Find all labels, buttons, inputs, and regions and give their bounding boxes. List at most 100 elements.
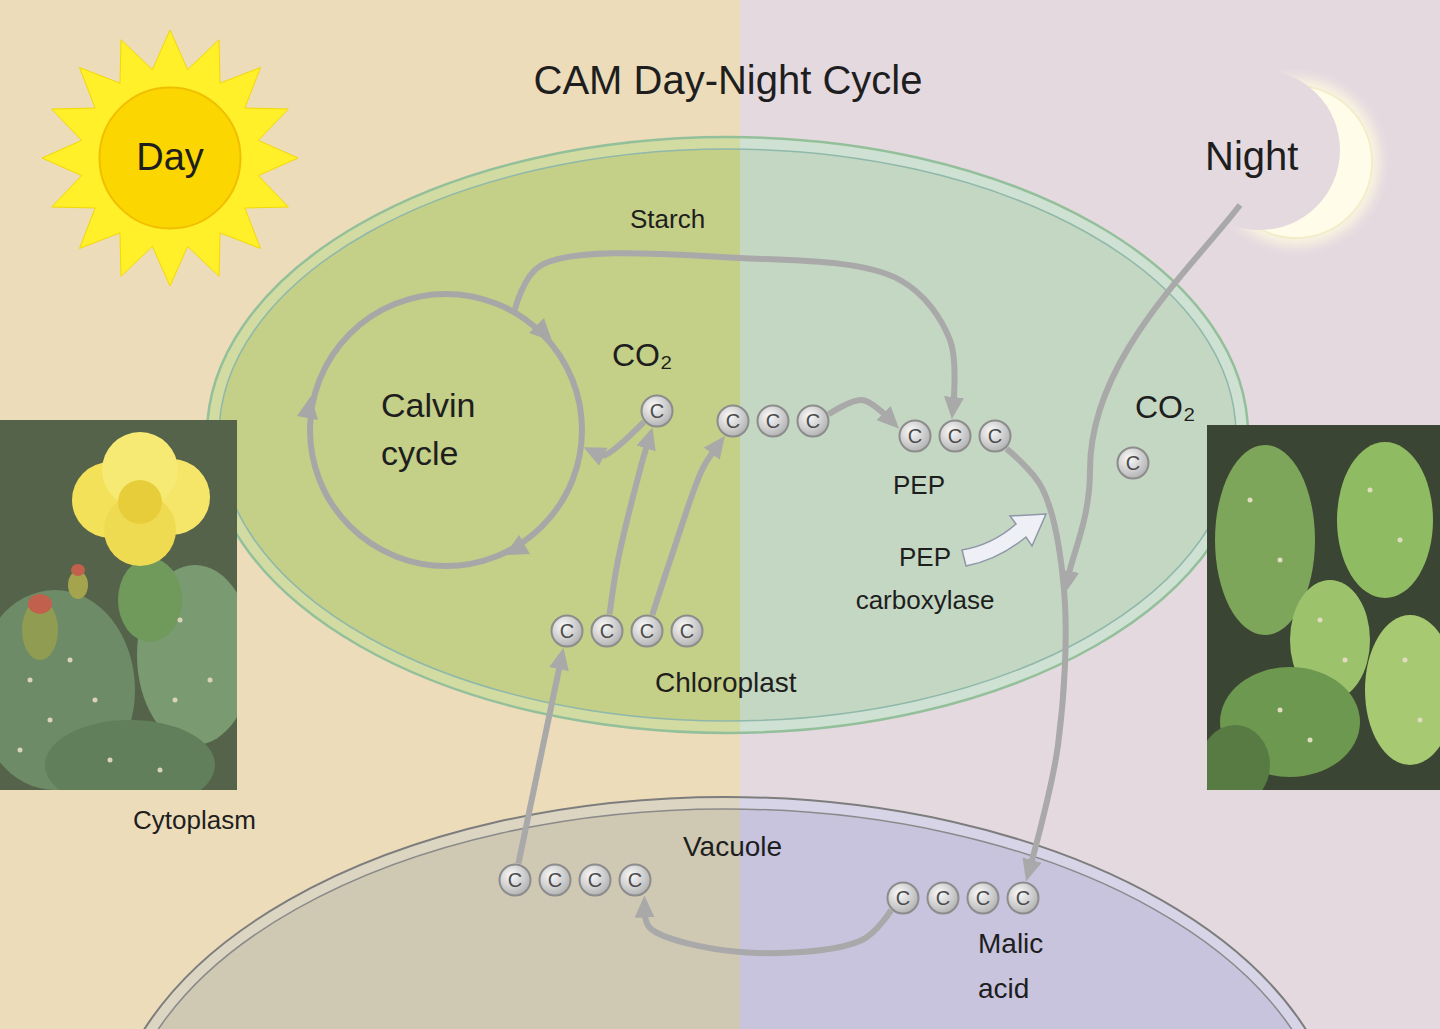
co2-label: CO₂	[1135, 388, 1195, 426]
vacuole-label: Vacuole	[683, 830, 782, 864]
atom-ball	[940, 421, 971, 452]
atom-ball	[1008, 883, 1039, 914]
atom-ball	[552, 616, 583, 647]
carbon-symbol: C	[508, 870, 522, 890]
co2-label: CO₂	[612, 336, 672, 374]
label-holder: Cytoplasm	[133, 805, 256, 836]
pathway-arrow	[829, 400, 889, 418]
atom-ball	[632, 616, 663, 647]
carbon-atom: C	[670, 614, 704, 648]
carbon-atom: C	[578, 863, 612, 897]
carbon-atom: C	[886, 881, 920, 915]
vacuole-ellipse-outline	[105, 795, 1345, 1029]
carbon-atom: C	[898, 419, 932, 453]
atom-ball	[592, 616, 623, 647]
diagram-title: CAM Day-Night Cycle	[228, 58, 1228, 103]
enzyme-label: PEP carboxylase	[840, 536, 1010, 622]
carbon-atom: C	[640, 394, 674, 428]
carbon-symbol: C	[988, 426, 1002, 446]
label-holder: Starch	[630, 204, 705, 235]
carbon-symbol: C	[628, 870, 642, 890]
sun-disc	[100, 88, 241, 229]
atom-ball	[540, 865, 571, 896]
sun-circle: Day	[98, 86, 242, 230]
carbon-atom: C	[618, 863, 652, 897]
label-holder: PEP carboxylase	[840, 536, 1010, 622]
day-label: Day	[136, 135, 204, 181]
cactus-pads-photo	[1207, 425, 1440, 790]
carbon-atom: C	[630, 614, 664, 648]
atom-ball	[580, 865, 611, 896]
carbon-atom: C	[938, 419, 972, 453]
malic-acid-label: Malic acid	[978, 922, 1060, 1012]
carbon-atom: C	[966, 881, 1000, 915]
calvin-cycle-arrowheads	[297, 318, 552, 555]
carbon-symbol: C	[680, 621, 694, 641]
chloroplast-ellipse: ChloroplastCalvin cycleCCCCCCCCCCCC	[205, 135, 1250, 735]
pathway-arrow	[597, 422, 644, 455]
enzyme-block-arrow	[962, 514, 1046, 566]
vacuole-inner	[119, 809, 1331, 1029]
carbon-symbol: C	[548, 870, 562, 890]
carbon-atom: C	[978, 419, 1012, 453]
carbon-symbol: C	[600, 621, 614, 641]
atom-ball	[980, 421, 1011, 452]
atom-ball	[900, 421, 931, 452]
carbon-atom: C	[550, 614, 584, 648]
carbon-symbol: C	[908, 426, 922, 446]
atom-ball	[758, 406, 789, 437]
label-holder: Vacuole	[683, 830, 782, 864]
flowering-cactus-photo	[0, 420, 237, 790]
vacuole-membrane	[107, 797, 1343, 1029]
pathway-arrow	[645, 910, 892, 953]
pep-label: PEP	[893, 470, 945, 501]
atom-ball	[642, 396, 673, 427]
night-label: Night	[1205, 132, 1298, 180]
carbon-atom: C	[498, 863, 532, 897]
carbon-symbol: C	[896, 888, 910, 908]
label-holder: Night	[1205, 132, 1298, 180]
carbon-symbol: C	[1016, 888, 1030, 908]
carbon-symbol: C	[726, 411, 740, 431]
carbon-atom: C	[716, 404, 750, 438]
carbon-atom: C	[1116, 446, 1150, 480]
atom-ball	[888, 883, 919, 914]
atom-ball	[500, 865, 531, 896]
vacuole-ellipse: VacuoleCCCCCCCC	[105, 795, 1345, 1029]
atom-ball	[798, 406, 829, 437]
carbon-symbol: C	[806, 411, 820, 431]
carbon-symbol: C	[766, 411, 780, 431]
sun-rays	[42, 30, 298, 286]
pathway-arrow	[515, 253, 955, 404]
label-holder: Chloroplast	[655, 666, 797, 700]
carbon-atom: C	[926, 881, 960, 915]
label-holder: CO₂	[612, 336, 672, 374]
pathway-arrow	[610, 442, 649, 614]
pathway-arrow	[1006, 449, 1065, 867]
calvin-cycle-loop: Calvin cycle	[308, 292, 584, 568]
carbon-symbol: C	[560, 621, 574, 641]
night-co2-arrow	[1068, 205, 1240, 578]
atom-ball	[620, 865, 651, 896]
pathway-arrow	[518, 662, 560, 863]
carbon-atom: C	[756, 404, 790, 438]
carbon-atom: C	[538, 863, 572, 897]
cytoplasm-label: Cytoplasm	[133, 805, 256, 836]
carbon-symbol: C	[640, 621, 654, 641]
carbon-symbol: C	[1126, 453, 1140, 473]
atom-ball	[968, 883, 999, 914]
carbon-atom: C	[796, 404, 830, 438]
label-holder: CO₂	[1135, 388, 1195, 426]
calvin-cycle-loop-outline	[308, 292, 584, 568]
atom-ball	[1118, 448, 1149, 479]
atom-ball	[718, 406, 749, 437]
carbon-symbol: C	[948, 426, 962, 446]
cycle-ring	[310, 294, 582, 566]
label-holder: PEP	[893, 470, 945, 501]
atom-ball	[928, 883, 959, 914]
chloroplast-inner	[219, 149, 1236, 721]
atom-ball	[672, 616, 703, 647]
carbon-symbol: C	[650, 401, 664, 421]
carbon-symbol: C	[976, 888, 990, 908]
